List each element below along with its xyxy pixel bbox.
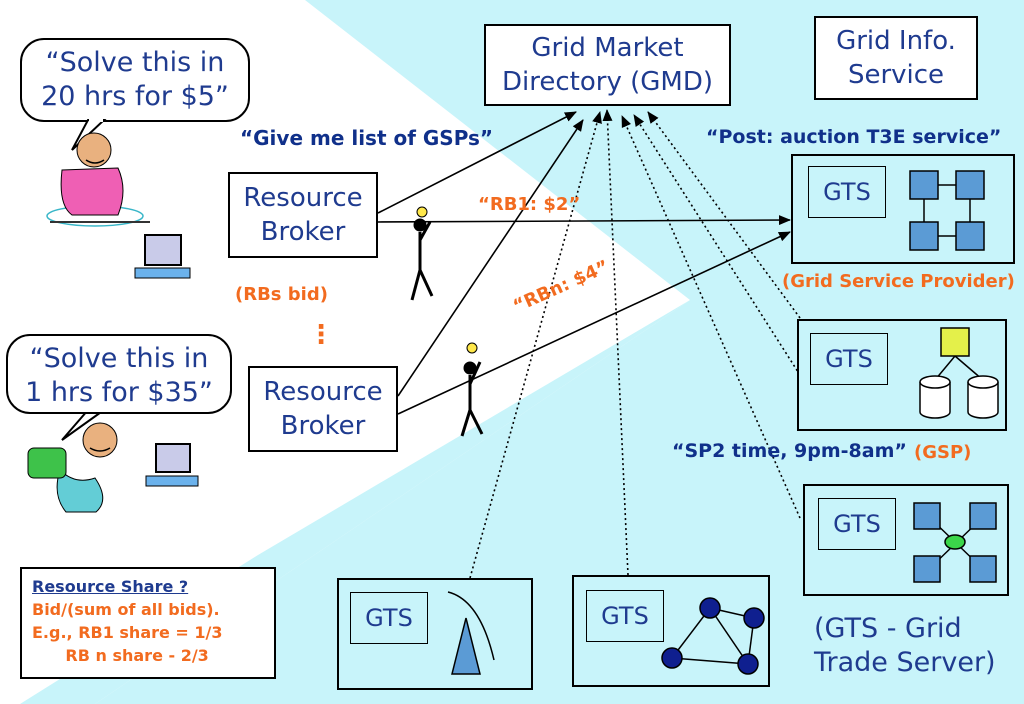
- person-icon: [46, 132, 150, 227]
- server-grid-icon: [909, 170, 985, 251]
- pendulum-icon: [447, 591, 495, 675]
- solid-arrows: [377, 111, 791, 415]
- gts-box-triangle: GTS: [586, 590, 664, 642]
- resource-broker-2: Resource Broker: [248, 366, 398, 452]
- database-icon: [919, 327, 999, 419]
- triangle-network-icon: [661, 597, 765, 675]
- resource-share-line: RB n share - 2/3: [32, 646, 209, 665]
- star-network-icon: [913, 502, 997, 583]
- computer-icon: [134, 234, 191, 279]
- speech-bubble-1: “Solve this in 20 hrs for $5”: [20, 38, 250, 122]
- label-rbs-bid: (RBs bid): [235, 284, 328, 305]
- label-rb1-bid: “RB1: $2”: [478, 194, 581, 215]
- money-icon: [27, 422, 118, 513]
- speech-bubble-2: “Solve this in 1 hrs for $35”: [6, 334, 232, 414]
- resource-share-line: E.g., RB1 share = 1/3: [32, 623, 223, 642]
- lightbulb-icon: [416, 206, 478, 354]
- gts-box-pendulum: GTS: [350, 592, 428, 644]
- label-grid-service-provider: (Grid Service Provider): [782, 271, 1015, 292]
- label-post-auction: “Post: auction T3E service”: [706, 126, 1002, 148]
- dotted-arrows: [469, 109, 801, 579]
- broker-ellipsis: ⋮: [308, 320, 334, 350]
- resource-share-box: Resource Share ? Bid/(sum of all bids). …: [20, 567, 276, 679]
- grid-market-directory-box: Grid Market Directory (GMD): [484, 24, 731, 106]
- computer-icon-2: [145, 443, 199, 487]
- resource-broker-1: Resource Broker: [228, 172, 378, 258]
- gts-legend: (GTS - Grid Trade Server): [814, 613, 996, 678]
- gts-box-sp2: GTS: [810, 333, 888, 385]
- grid-info-service-box: Grid Info. Service: [814, 16, 978, 100]
- resource-share-line: Bid/(sum of all bids).: [32, 600, 220, 619]
- gts-box-star: GTS: [818, 498, 896, 550]
- stick-figure-icon: [410, 218, 484, 437]
- label-gsp: (GSP): [914, 442, 972, 463]
- label-give-me-list: “Give me list of GSPs”: [240, 126, 494, 150]
- resource-share-title: Resource Share ?: [32, 577, 189, 596]
- gts-box-t3e: GTS: [808, 166, 886, 218]
- label-sp2-time: “SP2 time, 9pm-8am”: [672, 440, 907, 462]
